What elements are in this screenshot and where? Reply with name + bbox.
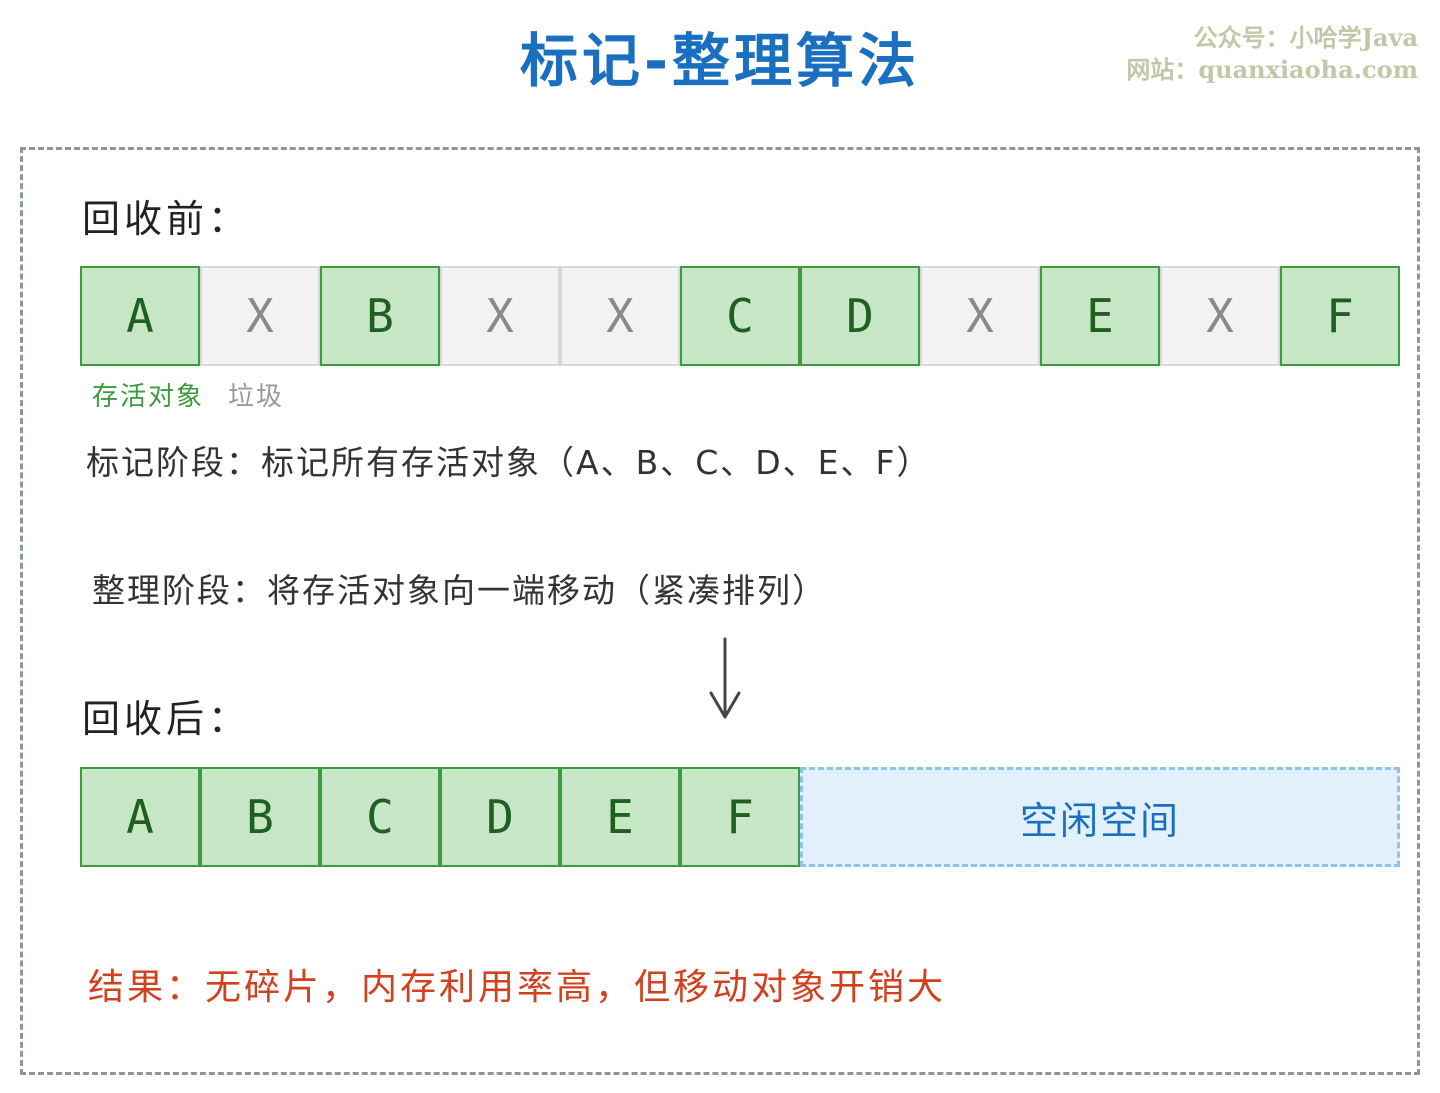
diagram-frame bbox=[20, 147, 1420, 1075]
before-cell-live: F bbox=[1280, 266, 1400, 366]
after-cell-live: A bbox=[80, 767, 200, 867]
before-cell-live: A bbox=[80, 266, 200, 366]
before-heading: 回收前： bbox=[82, 197, 251, 241]
before-cell-live: D bbox=[800, 266, 920, 366]
after-cell-live: C bbox=[320, 767, 440, 867]
diagram-title: 标记-整理算法 bbox=[519, 27, 921, 95]
after-cell-live: E bbox=[560, 767, 680, 867]
free-space-block: 空闲空间 bbox=[800, 767, 1400, 867]
watermark-account: 公众号：小哈学Java bbox=[1193, 23, 1418, 52]
before-cell-garbage: X bbox=[200, 266, 320, 366]
before-cell-garbage: X bbox=[440, 266, 560, 366]
before-cell-live: C bbox=[680, 266, 800, 366]
before-cell-garbage: X bbox=[920, 266, 1040, 366]
after-heading: 回收后： bbox=[82, 697, 251, 741]
mark-phase-text: 标记阶段：标记所有存活对象（A、B、C、D、E、F） bbox=[86, 443, 932, 482]
down-arrow-icon bbox=[709, 637, 741, 719]
watermark-website: 网站：quanxiaoha.com bbox=[1126, 55, 1418, 84]
legend-garbage: 垃圾 bbox=[228, 382, 285, 412]
result-text: 结果：无碎片，内存利用率高，但移动对象开销大 bbox=[88, 967, 947, 1008]
before-cell-live: E bbox=[1040, 266, 1160, 366]
compact-phase-text: 整理阶段：将存活对象向一端移动（紧凑排列） bbox=[92, 571, 827, 610]
before-cell-live: B bbox=[320, 266, 440, 366]
after-cell-live: B bbox=[200, 767, 320, 867]
watermark: 公众号：小哈学Java 网站：quanxiaoha.com bbox=[1126, 22, 1418, 86]
after-cell-live: F bbox=[680, 767, 800, 867]
legend-live: 存活对象 bbox=[92, 382, 205, 412]
before-cell-garbage: X bbox=[1160, 266, 1280, 366]
after-cell-live: D bbox=[440, 767, 560, 867]
before-cell-garbage: X bbox=[560, 266, 680, 366]
